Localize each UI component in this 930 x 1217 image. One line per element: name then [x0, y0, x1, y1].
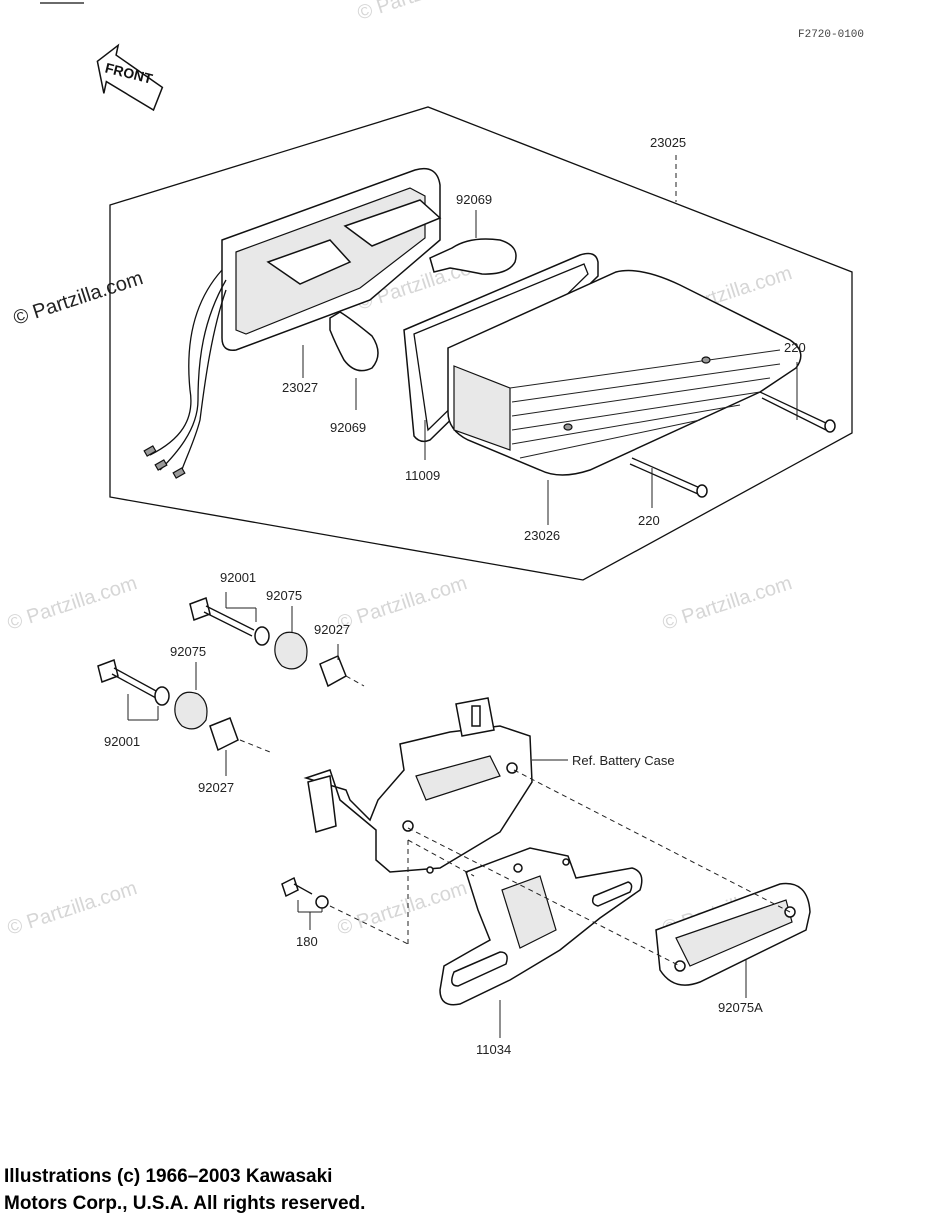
part-label-11009: 11009 [405, 468, 440, 483]
battery-case-bracket [303, 697, 568, 874]
watermark: © Partzilla.com [335, 877, 470, 940]
part-label-180: 180 [296, 934, 318, 949]
part-label-92075-left: 92075 [170, 644, 206, 659]
reference-dashed-lines [329, 769, 791, 967]
screw-220-top [759, 391, 836, 433]
bulb-92069-bottom [329, 311, 379, 410]
watermark: © Partzilla.com [5, 572, 140, 635]
part-label-23027: 23027 [282, 380, 318, 395]
mount-cluster-lower [97, 659, 271, 753]
copyright-line-2: Motors Corp., U.S.A. All rights reserved… [4, 1193, 366, 1214]
part-label-220-bottom: 220 [638, 513, 660, 528]
part-label-92075A: 92075A [718, 1000, 763, 1015]
watermark: © Partzilla.com [355, 0, 490, 25]
part-label-92001-bottom: 92001 [104, 734, 140, 749]
watermark: © Partzilla.com [660, 572, 795, 635]
watermark: © Partzilla.com [5, 877, 140, 940]
screw-nut-180 [281, 876, 329, 930]
lens-23026 [447, 269, 802, 476]
diagram-code: F2720-0100 [798, 29, 864, 41]
mount-cluster-upper [189, 597, 365, 688]
part-label-92001-top: 92001 [220, 570, 256, 585]
part-label-11034: 11034 [476, 1042, 511, 1057]
reference-label-battery-case: Ref. Battery Case [572, 753, 675, 768]
part-label-92069-bottom: 92069 [330, 420, 366, 435]
lamp-housing-23027 [143, 167, 442, 479]
part-label-23026: 23026 [524, 528, 560, 543]
watermark-dark: © Partzilla.com [11, 267, 146, 330]
copyright-notice: Illustrations (c) 1966–2003 Kawasaki Mot… [4, 1163, 365, 1217]
front-arrow-icon: FRONT [96, 43, 164, 112]
assembly-outline [109, 106, 853, 581]
bulb-92069-top [429, 210, 517, 275]
part-label-92027-bottom: 92027 [198, 780, 234, 795]
watermark: © Partzilla.com [335, 572, 470, 635]
copyright-line-1: Illustrations (c) 1966–2003 Kawasaki [4, 1166, 333, 1187]
part-label-23025: 23025 [650, 135, 686, 150]
part-label-220-top: 220 [784, 340, 806, 355]
part-label-92075-top: 92075 [266, 588, 302, 603]
part-label-92069-top: 92069 [456, 192, 492, 207]
part-labels: 23025 92069 23027 92069 11009 220 220 23… [104, 135, 806, 1057]
part-label-92027-top: 92027 [314, 622, 350, 637]
license-bracket-11034 [439, 847, 643, 1038]
reflector-92075A [655, 882, 811, 998]
screw-220-bottom [629, 457, 708, 498]
leader-lines-upper [302, 155, 798, 525]
bracket-leaders-small [127, 592, 339, 776]
